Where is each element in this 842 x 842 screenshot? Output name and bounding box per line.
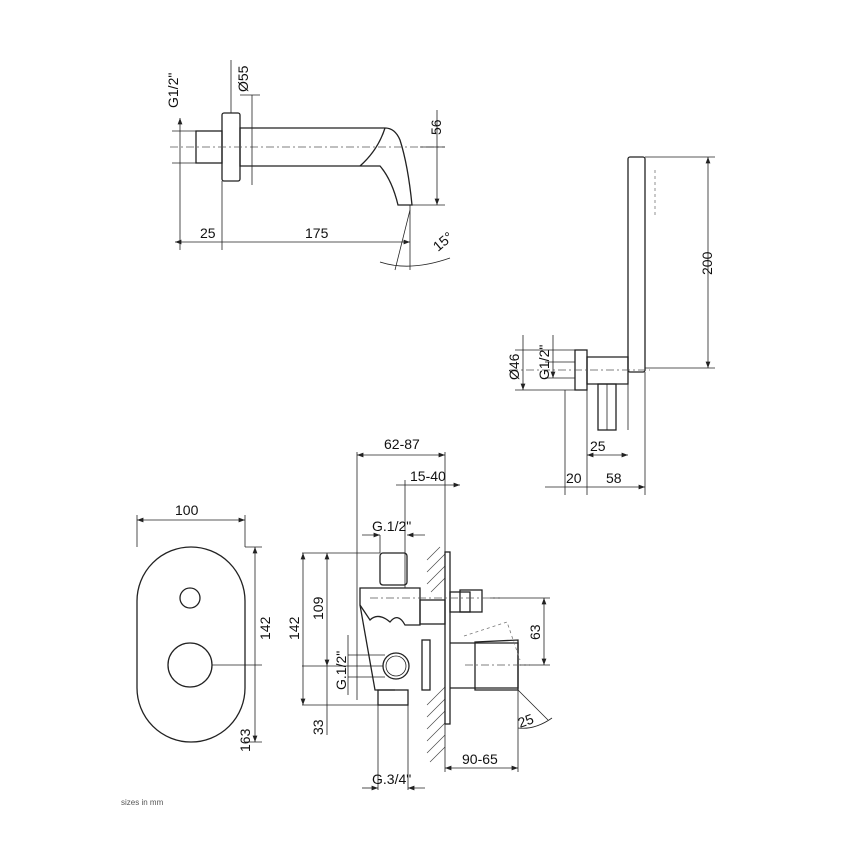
wall-hatch [426, 546, 446, 763]
valve-height-label: 142 [286, 616, 302, 640]
spout-angle-label: 15° [430, 228, 457, 254]
valve-depth-range-label: 62-87 [384, 436, 420, 452]
hand-shower-diameter-label: Ø46 [506, 353, 522, 380]
units-note: sizes in mm [121, 798, 164, 807]
spout-g-thread-label: G1/2" [165, 73, 181, 108]
hand-shower-height-label: 200 [699, 251, 715, 275]
valve-bottom-offset-label: 33 [310, 719, 326, 735]
spout-diameter-label: Ø55 [235, 65, 251, 92]
hand-shower-g-thread-label: G1/2" [536, 345, 552, 380]
valve-knob-angle-label: 25 [516, 710, 536, 730]
valve-side-thread-label: G.1/2" [333, 651, 349, 690]
valve-height-upper-label: 109 [310, 596, 326, 620]
valve-bottom-thread-label: G.3/4" [372, 771, 411, 787]
spout-depth-label: 25 [200, 225, 216, 241]
plate-height-total-label: 163 [237, 728, 253, 752]
hand-shower-projection-label: 58 [606, 470, 622, 486]
hand-shower-drawing: 200 Ø46 G1/2" 25 20 58 [506, 156, 715, 495]
spout-length-label: 175 [305, 225, 329, 241]
spout-drawing: G1/2" Ø55 56 25 175 15° [165, 60, 457, 271]
valve-top-thread-label: G.1/2" [372, 518, 411, 534]
hand-shower-flange-label: 20 [566, 470, 582, 486]
cover-plate-drawing: 100 142 163 [136, 502, 273, 752]
valve-knob-offset-label: 63 [527, 624, 543, 640]
spout-height-label: 56 [428, 119, 444, 135]
plate-width-label: 100 [175, 502, 199, 518]
hand-shower-offset-label: 25 [590, 438, 606, 454]
valve-projection-range-label: 90-65 [462, 751, 498, 767]
valve-drawing: 62-87 15-40 G.1/2" 142 109 G.1/2" 33 63 … [286, 436, 553, 791]
valve-wall-range-label: 15-40 [410, 468, 446, 484]
plate-height-upper-label: 142 [257, 616, 273, 640]
